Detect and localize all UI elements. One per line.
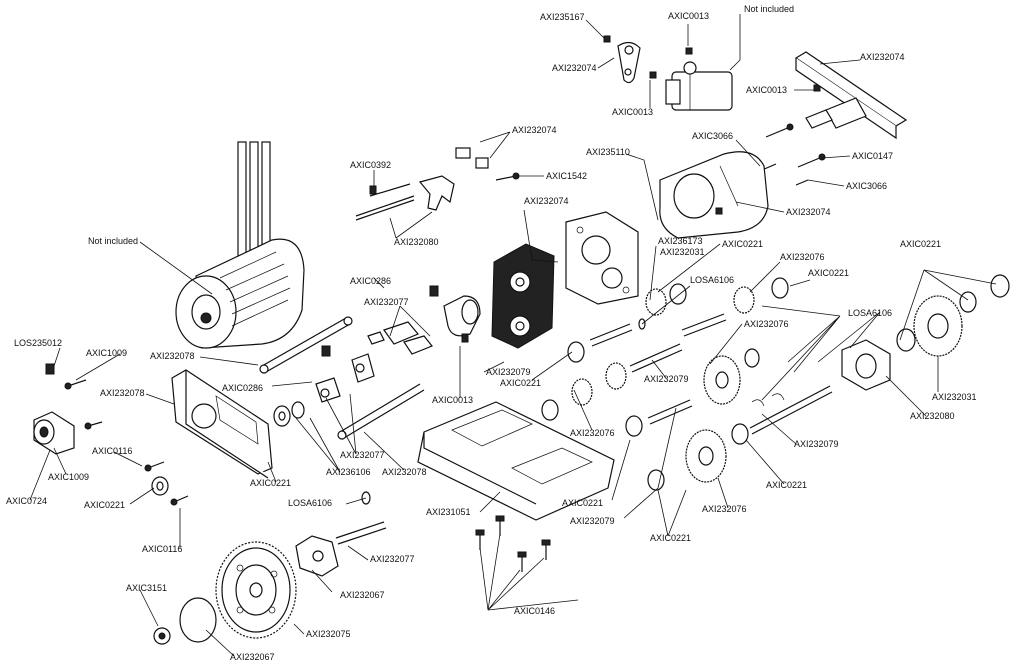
label-axic0724: AXIC0724	[6, 496, 47, 506]
motor-plate	[171, 369, 273, 479]
label-losa6106-low: LOSA6106	[288, 498, 332, 508]
part-drawings	[33, 35, 1010, 645]
label-axi232079-right: AXI232079	[794, 439, 839, 449]
center-rod	[337, 383, 425, 440]
label-axic1009-bottom: AXIC1009	[48, 472, 89, 482]
label-axic3151: AXIC3151	[126, 583, 167, 593]
label-axic0221-mid: AXIC0221	[808, 268, 849, 278]
label-axic3066-bottom: AXIC3066	[846, 181, 887, 191]
label-axi232031-top: AXI232031	[660, 247, 705, 257]
label-axi232078-rod: AXI232078	[382, 467, 427, 477]
slipper-hub	[295, 491, 387, 577]
right-gears	[751, 274, 1010, 407]
label-not-included-motor: Not included	[88, 236, 138, 246]
label-axic0221-center: AXIC0221	[500, 378, 541, 388]
motor-shaft-rod	[259, 316, 353, 374]
label-axi235167: AXI235167	[540, 12, 585, 22]
label-axic0221-left: AXIC0221	[84, 500, 125, 510]
label-axic0116-bottom: AXIC0116	[142, 544, 182, 554]
long-screws-right	[761, 123, 826, 186]
skid-plate	[417, 401, 615, 521]
label-axic0221-plate: AXIC0221	[250, 478, 291, 488]
label-axi236106: AXI236106	[326, 467, 371, 477]
label-not-included-servo: Not included	[744, 4, 794, 14]
label-axi232077-mid: AXI232077	[340, 450, 385, 460]
label-axic0286-top: AXIC0286	[350, 276, 391, 286]
servo	[665, 61, 733, 111]
label-axic0013-bottom: AXIC0013	[432, 395, 473, 405]
label-los235012: LOS235012	[14, 338, 62, 348]
label-axic0221-top: AXIC0221	[722, 239, 763, 249]
label-axic0013-horn-bottom: AXIC0013	[612, 107, 653, 117]
servo-horn	[617, 41, 641, 84]
slipper-cup	[429, 285, 481, 343]
label-axi236173: AXI236173	[658, 236, 703, 246]
spur-gear	[215, 541, 297, 639]
label-axi232078-plate: AXI232078	[100, 388, 145, 398]
label-axic3066-top: AXIC3066	[692, 131, 733, 141]
label-axic0147: AXIC0147	[852, 151, 893, 161]
leader-lines	[29, 14, 997, 657]
transmission-case-left	[491, 243, 555, 349]
label-axi232074-links: AXI232074	[512, 125, 557, 135]
label-axi232074-case: AXI232074	[524, 196, 569, 206]
servo-mount-bracket	[794, 51, 908, 140]
label-axic0221-bottom: AXIC0221	[650, 533, 691, 543]
label-axic0221-skid: AXIC0221	[562, 498, 603, 508]
skid-screws	[475, 515, 551, 572]
label-axic1009-top: AXIC1009	[86, 348, 127, 358]
transmission-case-center	[565, 211, 639, 305]
label-axic1542: AXIC1542	[546, 171, 587, 181]
label-axi232077-bottom: AXI232077	[370, 554, 415, 564]
label-axic0392: AXIC0392	[350, 160, 391, 170]
label-axi232079-mid: AXI232079	[486, 367, 531, 377]
label-axic0221-right: AXIC0221	[900, 239, 941, 249]
motor	[175, 141, 305, 349]
label-axi232074-housing: AXI232074	[786, 207, 831, 217]
label-axi232079-center: AXI232079	[644, 374, 689, 384]
part-labels: AXI235167 AXIC0013 Not included AXI23207…	[6, 4, 977, 662]
label-axi232074-mount: AXI232074	[860, 52, 905, 62]
label-axi232031-right: AXI232031	[932, 392, 977, 402]
label-axi232076-mid: AXI232076	[744, 319, 789, 329]
label-axi231051: AXI231051	[426, 507, 471, 517]
label-axi232076-low: AXI232076	[570, 428, 615, 438]
label-axi232076-bottom: AXI232076	[702, 504, 747, 514]
bearings-left	[151, 401, 305, 496]
pinion-gear	[33, 363, 75, 455]
label-axi232080-right: AXI232080	[910, 411, 955, 421]
label-axi232067-hub: AXI232067	[340, 590, 385, 600]
small-screws-top	[603, 35, 821, 92]
label-axi232076-top: AXI232076	[780, 252, 825, 262]
label-axic0286-bottom: AXIC0286	[222, 383, 263, 393]
middle-shafts	[589, 313, 833, 435]
label-axi232080-fork: AXI232080	[394, 237, 439, 247]
left-screws	[64, 379, 189, 506]
pinion-pieces	[315, 345, 375, 403]
label-axi232079-bottom: AXI232079	[570, 516, 615, 526]
label-axi232075: AXI232075	[306, 629, 351, 639]
shift-links	[455, 147, 520, 181]
coupler	[367, 321, 433, 355]
label-losa6106-right: LOSA6106	[848, 308, 892, 318]
label-axi232067-pad: AXI232067	[230, 652, 275, 662]
label-axi235110: AXI235110	[586, 147, 630, 157]
label-axi232074-horn: AXI232074	[552, 63, 597, 73]
label-axic0013-mount: AXIC0013	[746, 85, 787, 95]
label-axic0146: AXIC0146	[514, 606, 555, 616]
label-axic0221-lowright: AXIC0221	[766, 480, 807, 490]
label-axi232078-top: AXI232078	[150, 351, 195, 361]
shift-fork	[355, 175, 455, 221]
label-axic0116-top: AXIC0116	[92, 446, 132, 456]
transmission-housing-right	[659, 151, 769, 239]
label-axi232077-top: AXI232077	[364, 297, 409, 307]
slipper-pad-and-nut	[153, 597, 217, 645]
label-axic0013-servo-top: AXIC0013	[668, 11, 709, 21]
label-losa6106-top: LOSA6106	[690, 275, 734, 285]
